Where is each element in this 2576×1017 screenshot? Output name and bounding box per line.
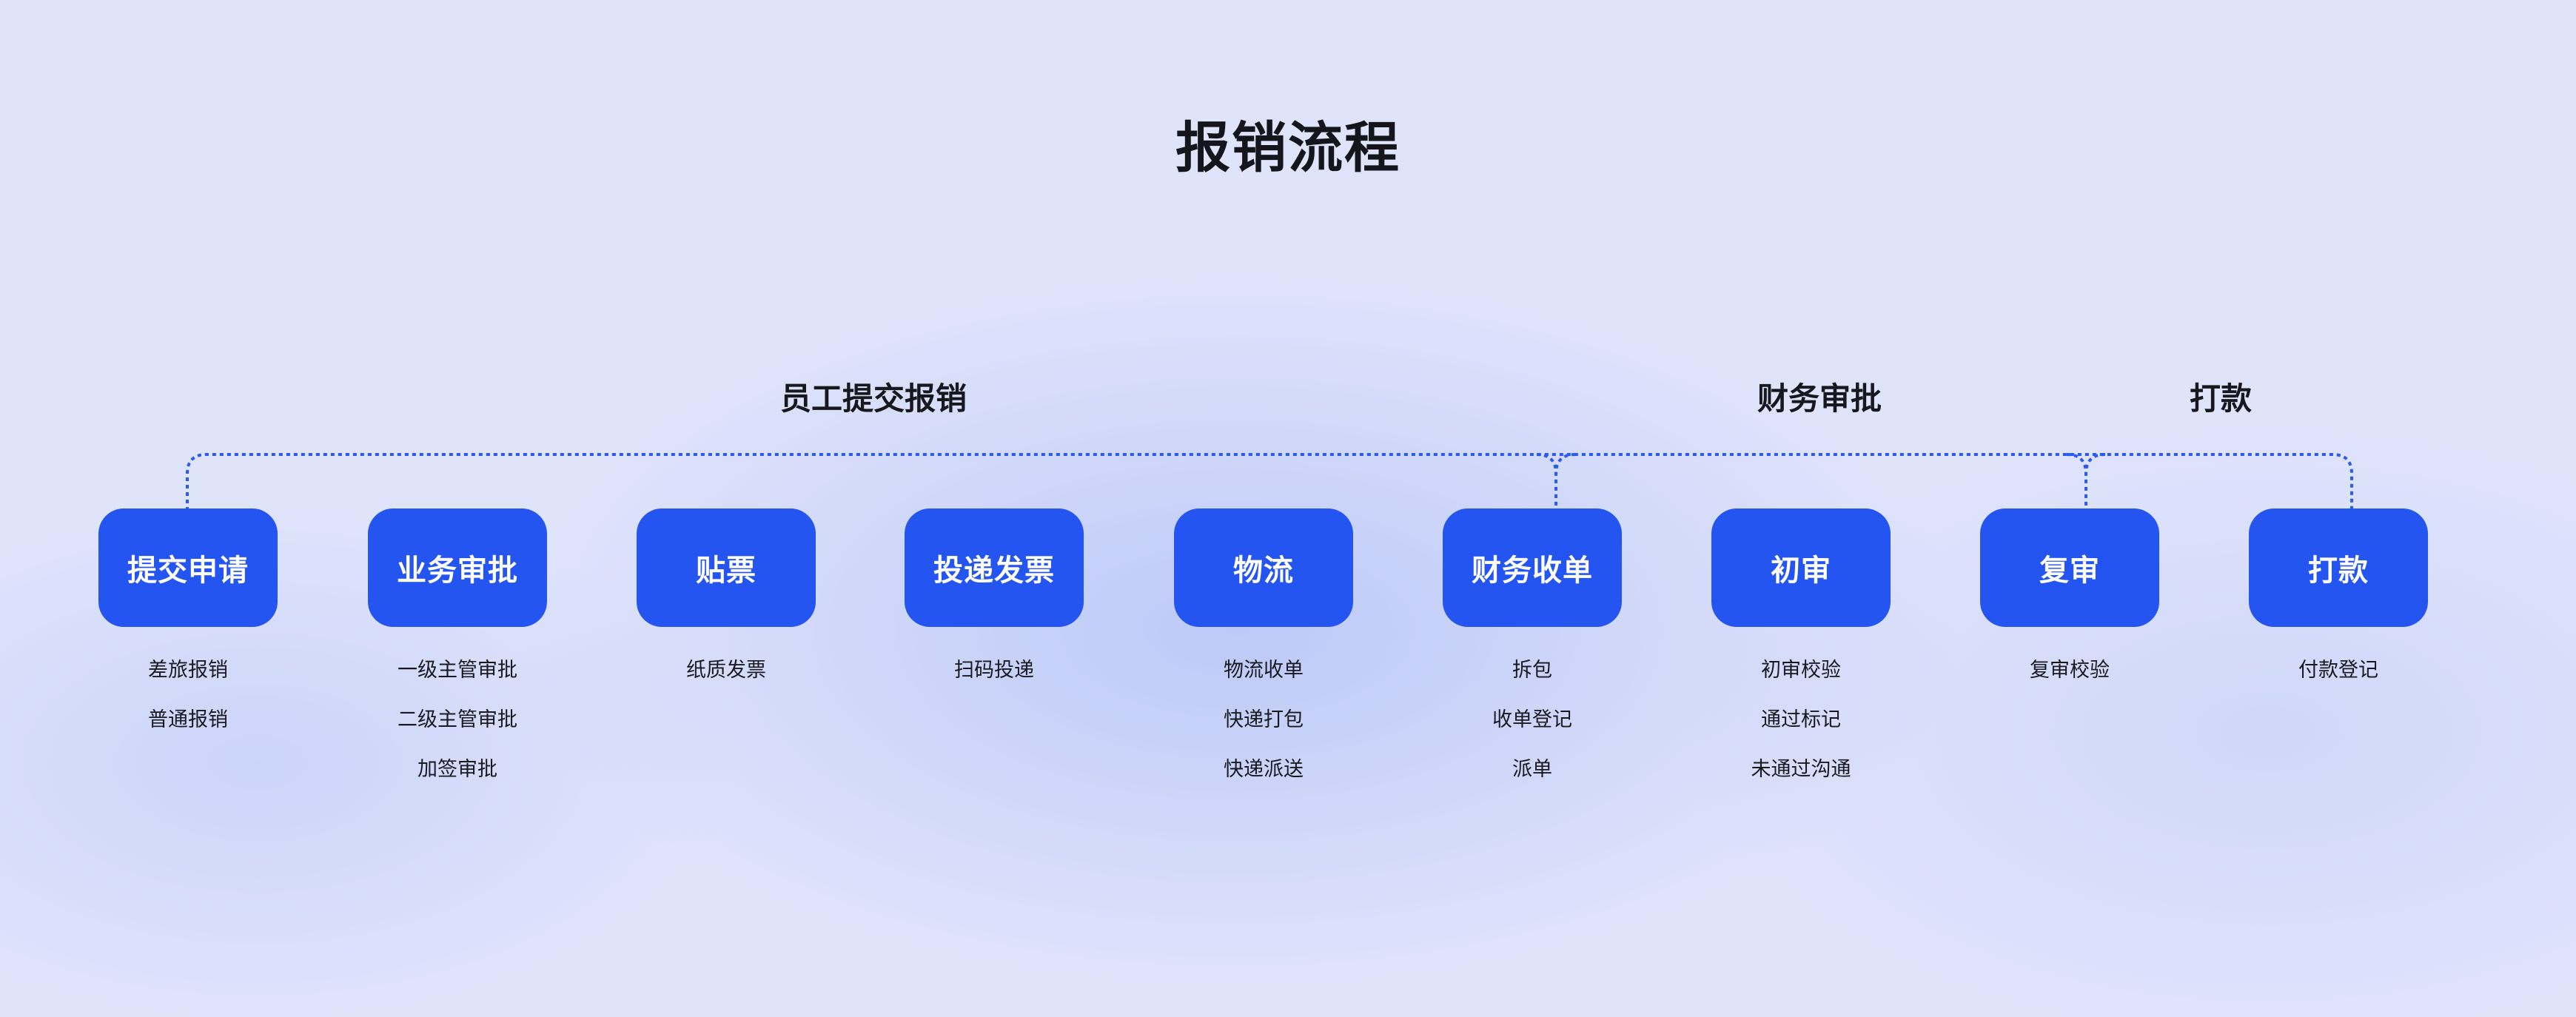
process-node-label: 投递发票 bbox=[933, 554, 1055, 587]
process-node[interactable]: 财务收单 bbox=[1443, 508, 1622, 627]
process-node-label: 初审 bbox=[1771, 554, 1831, 587]
process-node[interactable]: 贴票 bbox=[637, 508, 816, 627]
process-subitem: 加签审批 bbox=[417, 758, 497, 780]
page-title: 报销流程 bbox=[1175, 117, 1401, 178]
process-node-subitems: 物流收单快递打包快递派送 bbox=[1224, 645, 1304, 794]
process-node[interactable]: 物流 bbox=[1174, 508, 1353, 627]
process-node-label: 复审 bbox=[2039, 554, 2100, 587]
process-subitem: 纸质发票 bbox=[686, 659, 766, 681]
process-subitem: 拆包 bbox=[1512, 659, 1552, 681]
process-subitem: 派单 bbox=[1512, 758, 1552, 780]
process-subitem: 快递派送 bbox=[1224, 758, 1304, 780]
process-node-subitems: 初审校验通过标记未通过沟通 bbox=[1751, 645, 1851, 794]
process-node[interactable]: 投递发票 bbox=[905, 508, 1084, 627]
process-node-subitems: 一级主管审批二级主管审批加签审批 bbox=[398, 645, 517, 794]
bracket-connector bbox=[186, 453, 2353, 511]
process-node-label: 财务收单 bbox=[1472, 554, 1593, 587]
process-subitem: 复审校验 bbox=[2030, 659, 2110, 681]
process-node-subitems: 拆包收单登记派单 bbox=[1492, 645, 1572, 794]
process-node[interactable]: 提交申请 bbox=[98, 508, 278, 627]
process-subitem: 快递打包 bbox=[1224, 708, 1304, 731]
process-node-label: 打款 bbox=[2308, 554, 2369, 587]
process-node-subitems: 扫码投递 bbox=[954, 645, 1034, 695]
process-subitem: 初审校验 bbox=[1761, 659, 1841, 681]
process-node[interactable]: 打款 bbox=[2249, 508, 2428, 627]
process-node[interactable]: 初审 bbox=[1711, 508, 1891, 627]
group-label: 财务审批 bbox=[1757, 381, 1882, 416]
process-node-subitems: 纸质发票 bbox=[686, 645, 766, 695]
process-subitem: 一级主管审批 bbox=[398, 659, 517, 681]
bracket-rail bbox=[186, 453, 2353, 511]
bracket-divider-shoulder bbox=[2084, 453, 2106, 474]
process-node-label: 贴票 bbox=[696, 554, 757, 587]
group-label: 员工提交报销 bbox=[779, 381, 967, 416]
process-subitem: 收单登记 bbox=[1492, 708, 1572, 731]
process-subitem: 普通报销 bbox=[148, 708, 228, 731]
process-node-label: 物流 bbox=[1233, 554, 1294, 587]
process-subitem: 付款登记 bbox=[2298, 659, 2378, 681]
process-node-label: 业务审批 bbox=[397, 554, 518, 587]
process-node-label: 提交申请 bbox=[127, 554, 249, 587]
group-label: 打款 bbox=[2189, 381, 2253, 416]
process-subitem: 未通过沟通 bbox=[1751, 758, 1851, 780]
process-node-subitems: 复审校验 bbox=[2030, 645, 2110, 695]
process-node-subitems: 付款登记 bbox=[2298, 645, 2378, 695]
process-node[interactable]: 业务审批 bbox=[368, 508, 547, 627]
process-node-subitems: 差旅报销普通报销 bbox=[148, 645, 228, 745]
process-subitem: 物流收单 bbox=[1224, 659, 1304, 681]
process-subitem: 二级主管审批 bbox=[398, 708, 517, 731]
process-node[interactable]: 复审 bbox=[1980, 508, 2159, 627]
bracket-divider-shoulder bbox=[1554, 453, 1576, 474]
process-subitem: 差旅报销 bbox=[148, 659, 228, 681]
process-subitem: 通过标记 bbox=[1761, 708, 1841, 731]
process-subitem: 扫码投递 bbox=[954, 659, 1034, 681]
